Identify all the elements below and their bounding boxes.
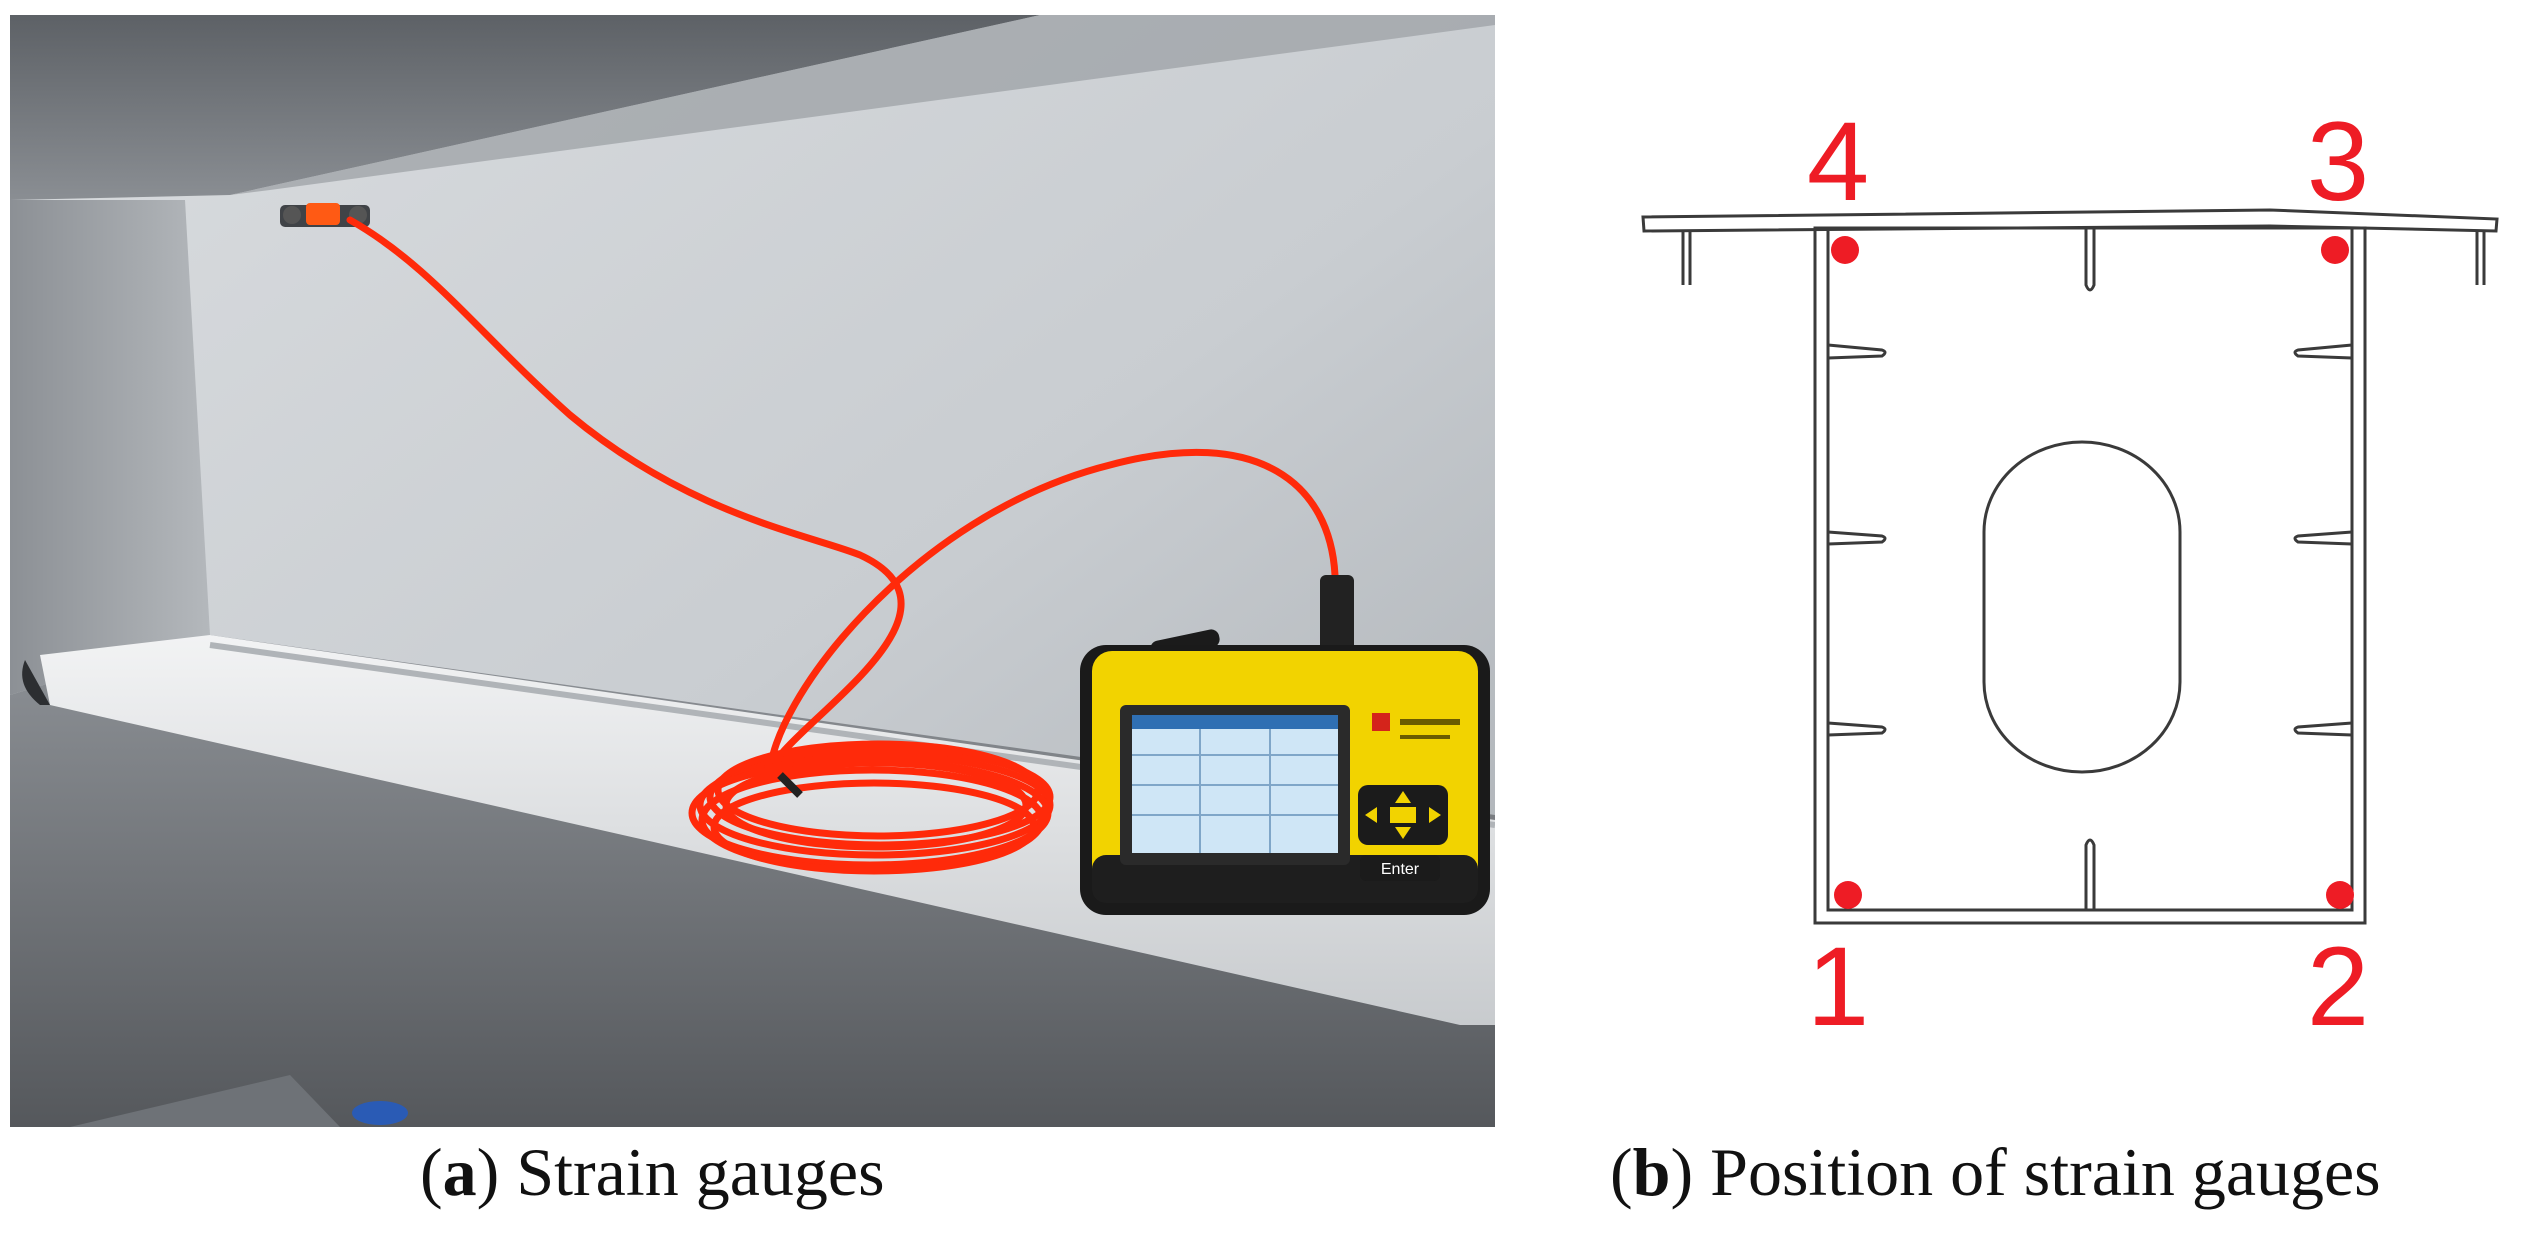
- gauge-marker-4: [1831, 236, 1859, 264]
- box-girder-section: 4 3 1 2: [1641, 99, 2499, 1049]
- gauge-label-1: 1: [1807, 924, 1869, 1049]
- ceiling: [10, 15, 1040, 200]
- top-flange-outline: [1641, 208, 2499, 233]
- top-rib: [2084, 229, 2096, 292]
- cross-section-diagram: 4 3 1 2: [1620, 99, 2520, 1050]
- caption-b: (b) Position of strain gauges: [1610, 1134, 2381, 1210]
- gauge-label-3: 3: [2307, 120, 2369, 224]
- gauge-label-4: 4: [1807, 120, 1869, 224]
- manhole-opening: [1982, 440, 2182, 774]
- photo-illustration: Enter: [10, 15, 1495, 1127]
- red-cable: [346, 216, 1339, 776]
- caption-b-letter: b: [1632, 1134, 1671, 1210]
- gauge-marker-3: [2321, 236, 2349, 264]
- strain-meter-device: Enter: [1080, 575, 1490, 915]
- strain-gauge-photo: Enter: [10, 15, 1495, 1127]
- enter-key: [1360, 855, 1440, 881]
- caption-a-letter: a: [442, 1134, 477, 1210]
- caption-a-text: Strain gauges: [516, 1134, 885, 1210]
- cable-coil: [688, 740, 1054, 875]
- gauge-label-2: 2: [2307, 924, 2369, 1049]
- left-wall: [10, 200, 210, 695]
- svg-text:Enter: Enter: [1381, 861, 1420, 878]
- box-section: [1813, 226, 2367, 925]
- gauge-marker-1: [1834, 881, 1862, 909]
- caption-b-text: Position of strain gauges: [1710, 1134, 2381, 1210]
- caption-a: (a) Strain gauges: [420, 1134, 885, 1210]
- gauge-marker-2: [2326, 881, 2354, 909]
